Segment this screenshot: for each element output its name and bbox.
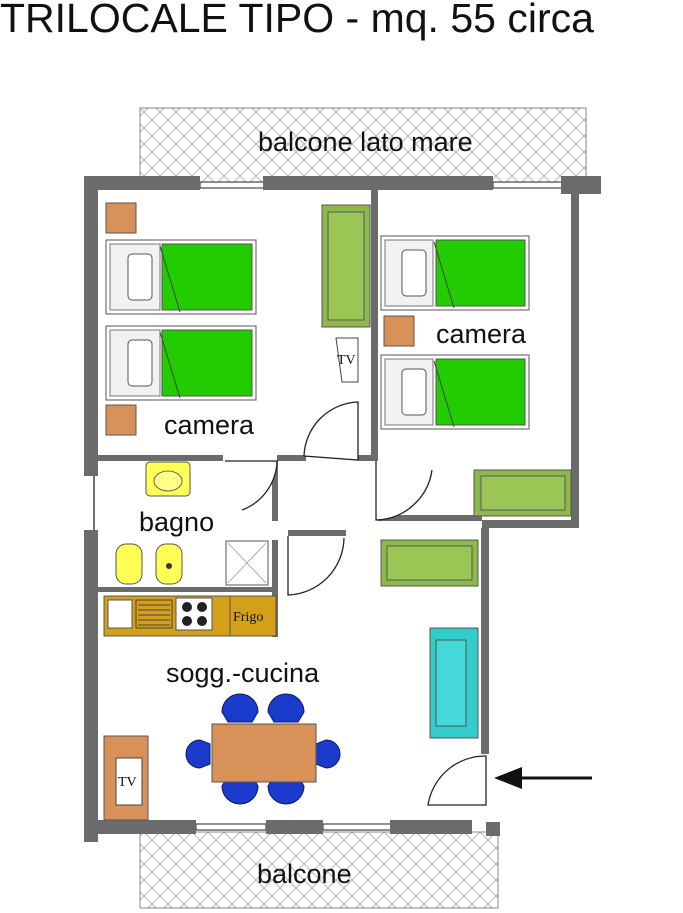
tv-bedroom-label: TV — [337, 353, 356, 368]
toilet — [115, 543, 143, 585]
nightstand — [105, 202, 137, 234]
bathroom-fixtures — [115, 461, 269, 586]
tv-stand — [335, 337, 359, 383]
exterior-walls — [84, 176, 601, 842]
kitchen-counter — [103, 595, 277, 637]
balcony-top — [139, 107, 587, 184]
interior-walls — [98, 190, 482, 637]
page-title: TRILOCALE TIPO - mq. 55 circa — [0, 0, 594, 41]
fridge — [229, 595, 277, 637]
balcony-bottom — [139, 831, 499, 909]
living-kitchen-label: sogg.-cucina — [166, 658, 320, 688]
bedroom-right-furniture — [380, 235, 572, 517]
bedroom-right-label: camera — [436, 319, 527, 349]
doors — [93, 401, 487, 806]
dining-table — [211, 723, 317, 783]
balcony-bottom-label: balcone — [257, 859, 352, 889]
nightstand — [383, 315, 415, 347]
bedroom-left-furniture — [105, 202, 371, 436]
stove — [175, 597, 213, 631]
bedroom-left-label: camera — [164, 410, 255, 440]
tv-living-label: TV — [118, 775, 137, 790]
balcony-top-label: balcone lato mare — [258, 127, 473, 157]
arrow-left-icon — [494, 767, 592, 789]
dining-set — [185, 693, 341, 805]
nightstand — [105, 404, 137, 436]
fridge-label: Frigo — [233, 610, 263, 625]
living-room-furniture — [103, 539, 479, 821]
bathroom-label: bagno — [139, 507, 214, 537]
